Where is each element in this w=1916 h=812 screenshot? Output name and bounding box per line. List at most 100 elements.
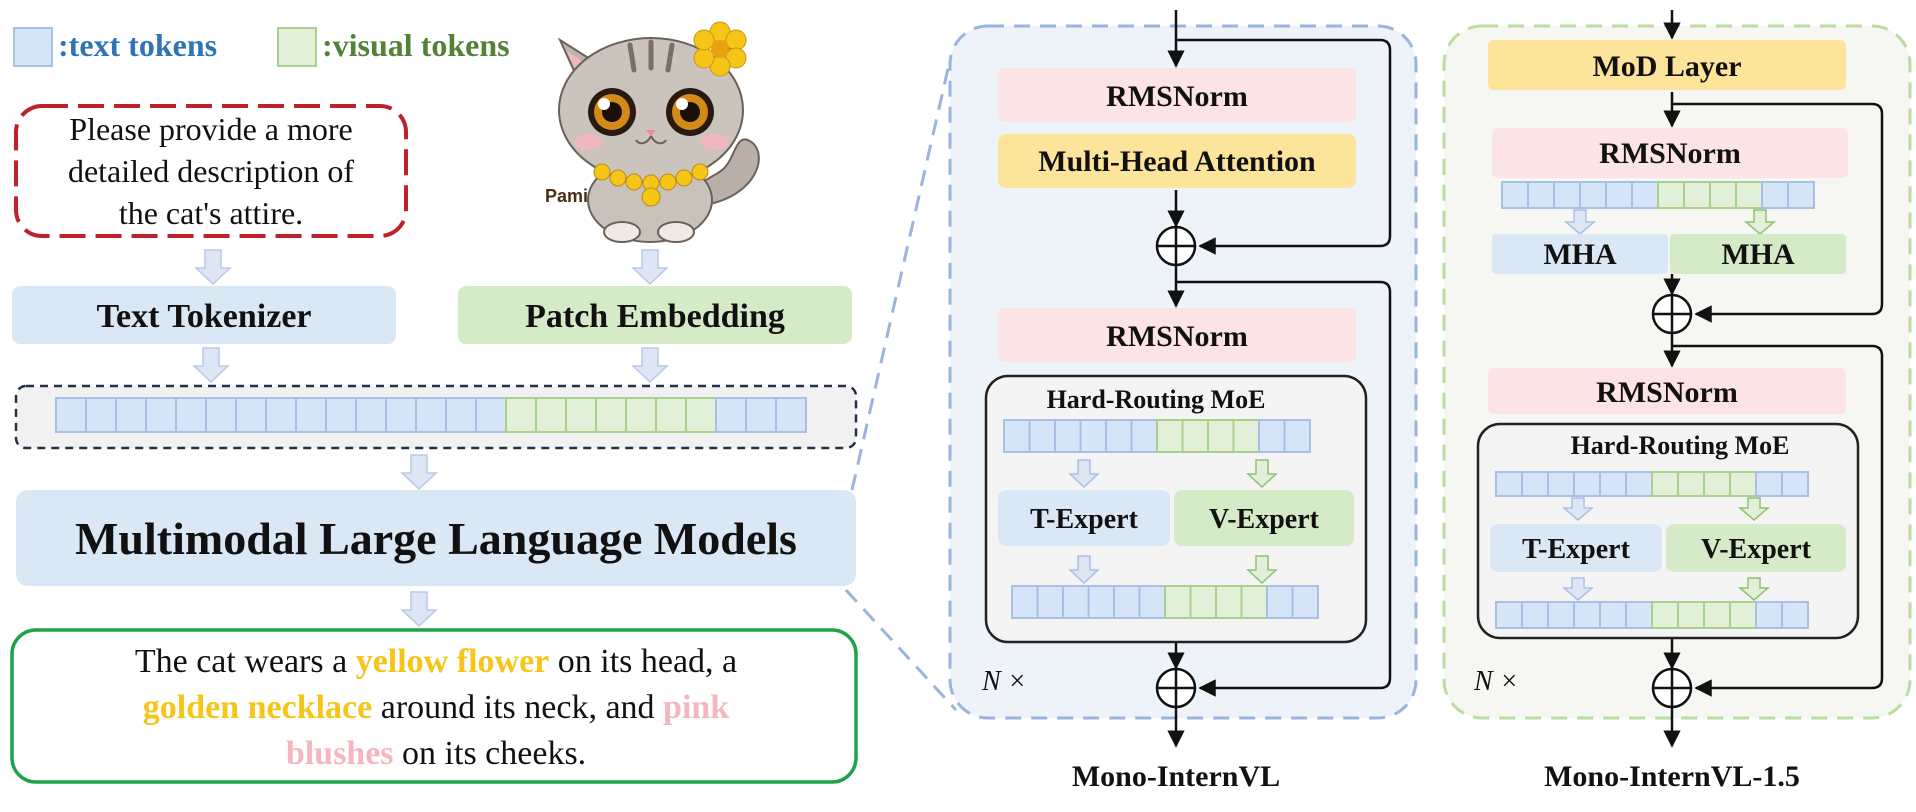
- text-token: [1547, 601, 1575, 629]
- text-token: [1547, 471, 1575, 497]
- mono-attention-label: Multi-Head Attention: [1038, 145, 1316, 178]
- text-token: [1573, 601, 1601, 629]
- text-token: [1258, 419, 1286, 453]
- text-token: [1599, 471, 1627, 497]
- visual-token: [1207, 419, 1235, 453]
- text-token: [265, 397, 297, 433]
- text-token: [1113, 585, 1141, 619]
- visual-token: [595, 397, 627, 433]
- text-token: [1631, 181, 1659, 209]
- text-token: [1003, 419, 1031, 453]
- mono-internvl-15-title: Mono-InternVL-1.5: [1544, 760, 1800, 793]
- text-token: [715, 397, 747, 433]
- mono15-moe-title: Hard-Routing MoE: [1571, 431, 1790, 460]
- mono15-mha-text: MHA: [1543, 238, 1617, 271]
- legend-visual-token-swatch: [277, 27, 317, 67]
- visual-token: [1729, 471, 1757, 497]
- visual-token: [565, 397, 597, 433]
- text-token: [175, 397, 207, 433]
- mllm-box: Multimodal Large Language Models: [16, 490, 856, 586]
- legend: :text tokens :visual tokens: [13, 27, 510, 67]
- text-token: [1266, 585, 1294, 619]
- visual-token: [1677, 601, 1705, 629]
- text-token: [1625, 601, 1653, 629]
- visual-token: [1683, 181, 1711, 209]
- mono15-repeat-label: N ×: [1473, 666, 1519, 697]
- text-token: [745, 397, 777, 433]
- visual-token: [1735, 181, 1763, 209]
- mono-v-expert: V-Expert: [1209, 504, 1320, 535]
- text-token: [1761, 181, 1789, 209]
- mono15-residual-add-1: [1651, 293, 1693, 335]
- mono15-mha-visual: MHA: [1721, 238, 1795, 271]
- text-tokenizer-box: Text Tokenizer: [12, 286, 396, 344]
- prompt-line-2: detailed description of: [68, 153, 354, 189]
- text-tokenizer-label: Text Tokenizer: [96, 298, 311, 335]
- visual-token: [1703, 601, 1731, 629]
- text-token: [415, 397, 447, 433]
- answer-box: The cat wears a yellow flower on its hea…: [10, 628, 858, 784]
- text-token: [1573, 471, 1601, 497]
- text-token: [1755, 601, 1783, 629]
- text-token: [385, 397, 417, 433]
- zoom-connector: [844, 59, 958, 712]
- text-token: [1062, 585, 1090, 619]
- text-token: [1553, 181, 1581, 209]
- text-token: [1501, 181, 1529, 209]
- text-token: [775, 397, 807, 433]
- legend-visual-tokens-label: :visual tokens: [322, 27, 510, 63]
- text-token: [1138, 585, 1166, 619]
- visual-token: [1232, 419, 1260, 453]
- visual-token: [625, 397, 657, 433]
- cat-image: Pami: [545, 21, 760, 243]
- visual-token: [1240, 585, 1268, 619]
- text-token: [1625, 471, 1653, 497]
- mono15-rmsnorm-2: RMSNorm: [1596, 376, 1738, 409]
- text-token: [1291, 585, 1319, 619]
- mono15-t-expert: T-Expert: [1522, 534, 1631, 565]
- visual-token: [1651, 601, 1679, 629]
- mono15-rmsnorm-1: RMSNorm: [1599, 137, 1741, 170]
- text-token: [85, 397, 117, 433]
- text-token: [1495, 601, 1523, 629]
- mono-internvl-panel: RMSNorm Multi-Head Attention RMSNorm Har…: [948, 10, 1418, 748]
- legend-text-tokens-label: :text tokens: [58, 27, 217, 63]
- text-token: [475, 397, 507, 433]
- text-token: [1036, 585, 1064, 619]
- text-token: [1579, 181, 1607, 209]
- text-token: [1605, 181, 1633, 209]
- text-token: [1781, 601, 1809, 629]
- text-token: [1087, 585, 1115, 619]
- flow-arrows-left: [192, 249, 669, 628]
- visual-token: [1703, 471, 1731, 497]
- visual-token: [1651, 471, 1679, 497]
- text-token: [1011, 585, 1039, 619]
- text-token: [445, 397, 477, 433]
- mono-repeat-label: N ×: [981, 666, 1027, 697]
- mono-t-expert: T-Expert: [1030, 504, 1139, 535]
- visual-token: [1709, 181, 1737, 209]
- text-token: [1755, 471, 1783, 497]
- mono-moe-title: Hard-Routing MoE: [1047, 385, 1266, 414]
- visual-token: [1657, 181, 1685, 209]
- mono-rmsnorm-1: RMSNorm: [1106, 80, 1248, 113]
- visual-token: [1181, 419, 1209, 453]
- answer-line-1: The cat wears a yellow flower on its hea…: [135, 643, 737, 680]
- flower-icon: [693, 21, 747, 77]
- text-token: [1105, 419, 1133, 453]
- mono-internvl-title: Mono-InternVL: [1072, 760, 1280, 793]
- visual-token: [1156, 419, 1184, 453]
- prompt-line-1: Please provide a more: [69, 111, 352, 147]
- text-token: [235, 397, 267, 433]
- mono15-v-expert: V-Expert: [1701, 534, 1812, 565]
- visual-token: [505, 397, 537, 433]
- text-token: [1521, 601, 1549, 629]
- mono-internvl-15-panel: MoD Layer RMSNorm MHA MHA RMSNorm Hard-R…: [1442, 10, 1912, 748]
- text-token: [1054, 419, 1082, 453]
- text-token: [115, 397, 147, 433]
- text-token: [325, 397, 357, 433]
- visual-token: [1164, 585, 1192, 619]
- text-token: [1130, 419, 1158, 453]
